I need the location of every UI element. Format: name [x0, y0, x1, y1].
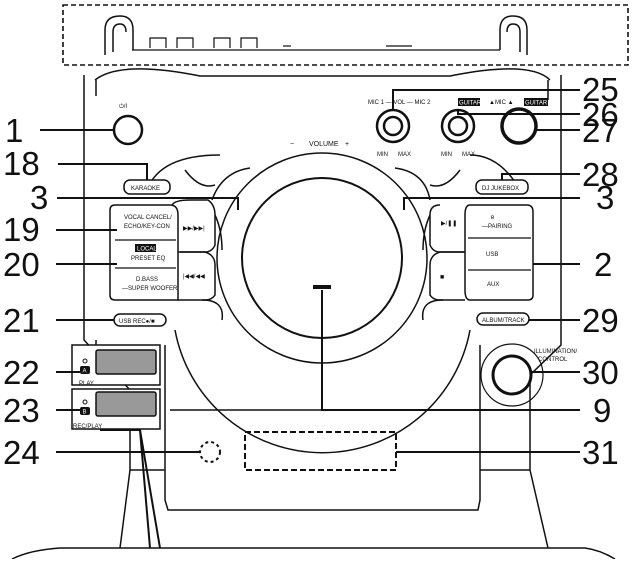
display-window	[244, 431, 397, 471]
leader-9-end	[313, 285, 331, 289]
volume-label: VOLUME	[309, 141, 339, 148]
album-track-label: ALBUM/TRACK	[482, 318, 525, 324]
skip-forward-button[interactable]: ▶▶/▶▶|	[183, 226, 205, 232]
callout-25: 25	[582, 71, 619, 108]
volume-minus-label: −	[290, 141, 294, 148]
guitar-tag-2: GUITAR	[525, 101, 548, 107]
usb-b-tag: B	[83, 410, 87, 416]
leader-lines	[40, 89, 580, 549]
callout-numbers: 1 2 3 3 9 18 19 20 21 22 23 24 25 26 27 …	[3, 71, 619, 471]
callout-24: 24	[3, 434, 40, 471]
callout-20: 20	[3, 246, 40, 283]
skip-back-button[interactable]: |◀◀/◀◀	[183, 274, 205, 280]
power-button[interactable]	[112, 114, 144, 146]
usb-button[interactable]: USB	[486, 252, 498, 258]
mic-guitar-jack[interactable]	[500, 107, 538, 145]
callout-27: 27	[582, 112, 619, 149]
illumination-label-2: CONTROL	[538, 357, 568, 363]
local-tag-bg	[135, 244, 156, 252]
vocal-cancel-label-1: VOCAL CANCEL/	[124, 215, 172, 221]
usb-a-tag: A	[83, 369, 87, 375]
callout-1: 1	[5, 112, 23, 149]
mic-guitar-label: ▲MIC ▲	[489, 100, 514, 106]
usb-a-led	[82, 358, 88, 364]
guitar-tag-2-bg	[524, 98, 548, 106]
pairing-button[interactable]: —PAIRING	[482, 224, 513, 230]
power-symbol: ⏻/I	[119, 103, 127, 110]
usb-a-play-label: PLAY	[79, 381, 94, 387]
local-tag: LOCAL	[137, 247, 157, 253]
callout-23: 23	[3, 392, 40, 429]
callout-26: 26	[582, 96, 619, 133]
mic1-min-label: MIN	[377, 152, 388, 158]
usb-port-a[interactable]	[95, 349, 157, 375]
top-handle-left	[104, 15, 134, 55]
callout-18: 18	[3, 145, 40, 182]
left-button-cluster	[109, 199, 224, 321]
top-dashed-area	[62, 4, 629, 66]
illumination-label-1: ILLUMINATION/	[534, 349, 578, 355]
callout-3-right: 3	[596, 179, 614, 216]
callout-29: 29	[582, 302, 619, 339]
mic2-knob[interactable]	[440, 108, 476, 144]
callout-30: 30	[582, 354, 619, 391]
remote-sensor	[199, 441, 221, 463]
pairing-symbol: ʙ	[491, 215, 494, 221]
callout-2: 2	[594, 246, 612, 283]
illumination-knob-ring	[480, 343, 544, 407]
usb-b-recplay-label: REC/PLAY	[73, 424, 102, 430]
stop-button[interactable]: ■	[440, 274, 444, 281]
top-handle-right	[499, 15, 528, 55]
illumination-control-knob[interactable]	[491, 354, 533, 396]
callout-21: 21	[3, 302, 40, 339]
usb-rec-label: USB REC●/■	[119, 319, 155, 325]
callout-22: 22	[3, 354, 40, 391]
mic-vol-label: MIC 1 — VOL — MIC 2	[368, 100, 431, 106]
vocal-cancel-label-2: ECHO/KEY-CON	[124, 224, 170, 230]
callout-19: 19	[3, 211, 40, 248]
lower-body	[119, 409, 549, 549]
dbass-label[interactable]: D.BASS	[136, 277, 158, 283]
mic2-min-label: MIN	[441, 152, 452, 158]
main-body-outline	[83, 68, 562, 511]
volume-knob-caption: − VOLUME +	[290, 141, 349, 148]
volume-plus-label: +	[345, 141, 349, 148]
usb-port-b[interactable]	[95, 391, 157, 417]
guitar-tag-1: GUITAR	[459, 101, 482, 107]
bottom-callout-frame	[11, 547, 616, 560]
callout-31: 31	[582, 434, 619, 471]
callout-3-left: 3	[30, 179, 48, 216]
mic1-knob[interactable]	[375, 108, 411, 144]
usb-b-tag-bg	[80, 407, 90, 415]
guitar-tag-1-bg	[458, 98, 480, 106]
callout-9: 9	[593, 392, 611, 429]
super-woofer-label: —SUPER WOOFER	[122, 286, 178, 292]
usb-a-tag-bg	[80, 366, 90, 374]
top-slots	[132, 37, 500, 51]
karaoke-label: KARAOKE	[131, 186, 160, 192]
preset-eq-label[interactable]: PRESET EQ	[131, 256, 166, 262]
callout-28: 28	[582, 156, 619, 193]
mic2-max-label: MAX	[462, 152, 475, 158]
play-pause-button[interactable]: ▶/❚❚	[441, 220, 457, 227]
mic1-max-label: MAX	[398, 152, 411, 158]
right-button-cluster	[421, 204, 534, 321]
dj-jukebox-label: DJ JUKEBOX	[482, 186, 519, 192]
usb-b-led	[82, 399, 88, 405]
aux-button[interactable]: AUX	[487, 282, 499, 288]
